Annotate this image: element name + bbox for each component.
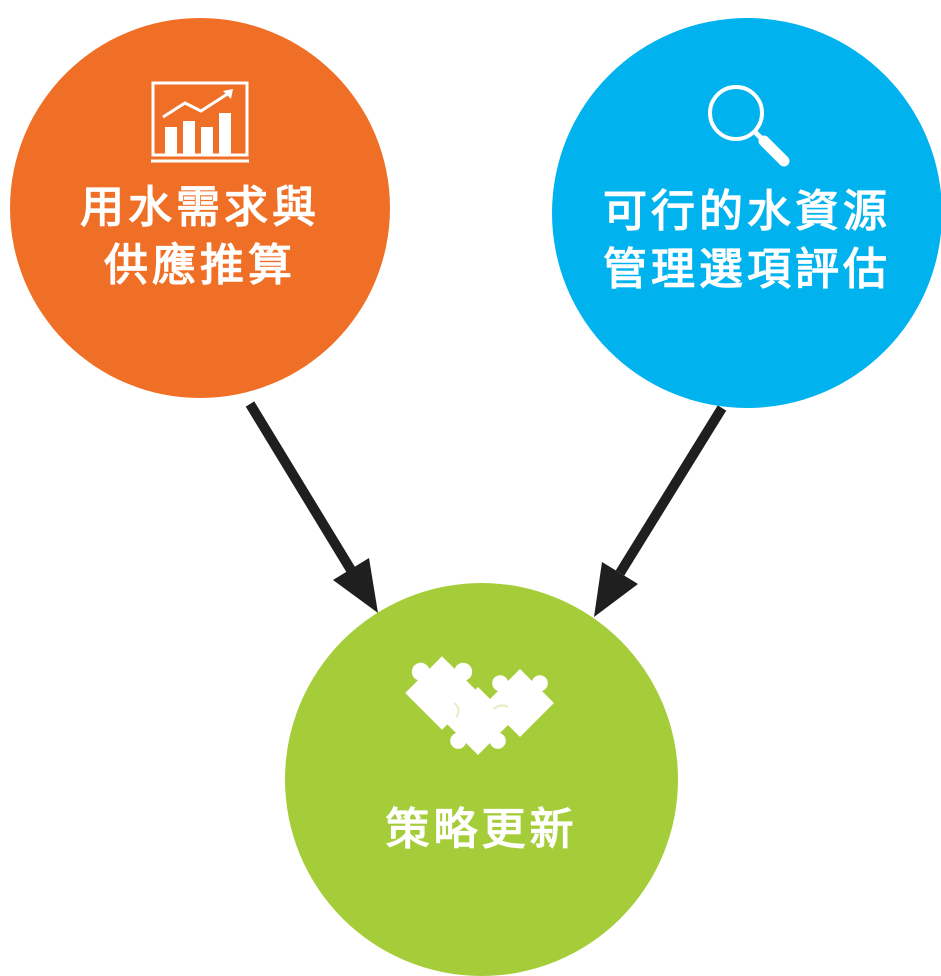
node-strategy-update: 策略更新 <box>285 583 678 976</box>
growth-chart-icon <box>151 81 249 163</box>
puzzle-icon <box>404 655 554 755</box>
node-demand-title-line2: 供應推算 <box>104 240 296 291</box>
node-management-options: 可行的水資源 管理選項評估 <box>552 18 941 408</box>
node-options-title-line1: 可行的水資源 <box>603 186 891 237</box>
node-demand-supply: 用水需求與 供應推算 <box>10 18 390 398</box>
arrow-demand-to-strategy <box>245 401 378 613</box>
magnifier-icon <box>708 85 790 167</box>
node-options-title-line2: 管理選項評估 <box>603 244 891 295</box>
arrow-options-to-strategy <box>594 405 727 617</box>
node-demand-title-line1: 用水需求與 <box>80 182 320 233</box>
node-strategy-title: 策略更新 <box>385 803 578 855</box>
